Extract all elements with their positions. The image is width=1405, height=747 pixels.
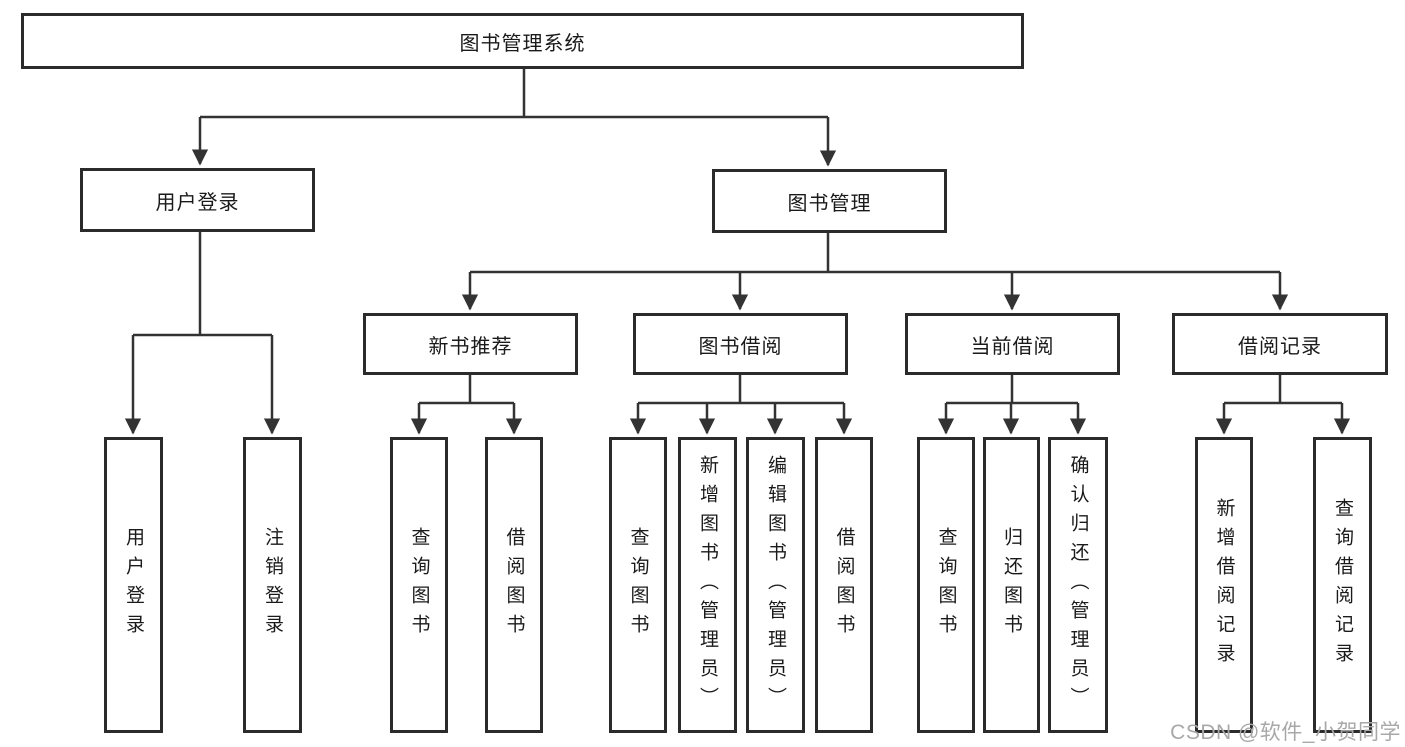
leaf-label: 用户登录 [123,527,144,643]
leaf-label: 查询图书 [935,527,957,643]
node-label: 借阅记录 [1238,335,1322,358]
node-library-management-system: 图书管理系统 [21,13,1024,69]
leaf-user-login: 用户登录 [104,437,163,733]
node-label: 当前借阅 [970,335,1055,358]
leaf-query-borrow-record: 查询借阅记录 [1313,437,1372,733]
node-label: 新书推荐 [428,335,513,358]
leaf-edit-books-admin: 编辑图书（管理员） [746,437,805,733]
leaf-add-borrow-record: 新增借阅记录 [1195,437,1253,733]
leaf-borrow-books: 借阅图书 [485,437,543,733]
node-label: 图书借阅 [698,335,783,358]
leaf-label: 查询图书 [627,527,649,643]
node-book-management: 图书管理 [712,169,947,233]
csdn-watermark: CSDN @软件_小贺同学 [1170,721,1401,744]
node-book-borrow: 图书借阅 [633,313,848,375]
node-new-book-recommend: 新书推荐 [363,313,578,375]
leaf-label: 归还图书 [1001,527,1022,643]
leaf-label: 新增图书（管理员） [697,454,718,716]
leaf-label: 借阅图书 [833,527,855,643]
node-label: 用户登录 [155,191,240,214]
leaf-borrow-books-2: 借阅图书 [815,437,873,733]
leaf-query-books-3: 查询图书 [917,437,975,733]
node-user-login: 用户登录 [80,168,315,232]
node-borrow-records: 借阅记录 [1172,313,1388,375]
leaf-label: 查询图书 [408,527,430,643]
leaf-label: 确认归还（管理员） [1067,454,1089,716]
node-label: 图书管理 [787,192,872,215]
node-label: 图书管理系统 [459,32,586,55]
leaf-add-books-admin: 新增图书（管理员） [678,437,737,733]
leaf-label: 新增借阅记录 [1213,498,1235,672]
leaf-label: 借阅图书 [503,527,525,643]
leaf-query-books: 查询图书 [390,437,448,733]
leaf-confirm-return-admin: 确认归还（管理员） [1048,437,1108,733]
leaf-return-books: 归还图书 [983,437,1040,733]
leaf-label: 注销登录 [262,527,283,643]
node-current-borrow: 当前借阅 [905,313,1120,375]
leaf-label: 查询借阅记录 [1332,498,1353,672]
leaf-query-books-2: 查询图书 [609,437,667,733]
leaf-label: 编辑图书（管理员） [765,454,786,716]
leaf-logout: 注销登录 [243,437,302,733]
